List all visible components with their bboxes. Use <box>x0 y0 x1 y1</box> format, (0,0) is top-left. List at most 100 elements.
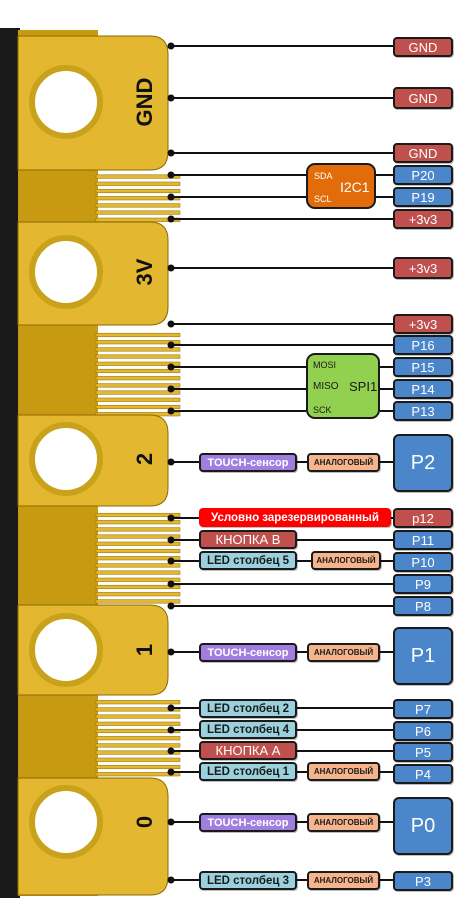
led-col-3-label: LED столбец 3 <box>199 871 297 890</box>
connector-tooth <box>95 368 181 374</box>
led-col-4-label: LED столбец 4 <box>199 720 297 739</box>
wire-dot <box>167 42 175 50</box>
spi-miso-label: MISO <box>313 381 339 392</box>
p10-analog-label: АНАЛОГОВЫЙ <box>311 551 381 570</box>
p3-analog-label: АНАЛОГОВЫЙ <box>307 871 380 890</box>
led-col-1-label: LED столбец 1 <box>199 762 297 781</box>
connector-tooth <box>95 750 181 755</box>
pin-label-p11: P11 <box>393 530 453 550</box>
pad-hole <box>29 613 103 687</box>
gnd-label-2: GND <box>393 87 453 109</box>
pad-hole <box>29 65 103 139</box>
connector-tooth <box>95 390 181 395</box>
pad-label: 1 <box>132 644 157 656</box>
button-a-label: КНОПКА А <box>199 741 297 760</box>
wire-dot <box>167 341 175 349</box>
wire-dot <box>167 363 175 371</box>
wire-dot <box>167 149 175 157</box>
pin-label-p2: P2 <box>393 434 453 492</box>
connector-tooth <box>95 563 181 568</box>
pin-label-p1: P1 <box>393 627 453 685</box>
pin-label-p7: P7 <box>393 699 453 719</box>
wire-dot <box>167 193 175 201</box>
connector-tooth <box>95 534 181 539</box>
pin-label-p19: P19 <box>393 187 453 207</box>
connector-tooth <box>95 404 181 410</box>
power-label-3v3-2: +3v3 <box>393 257 453 279</box>
pin-label-p9: P9 <box>393 574 453 594</box>
wire-dot <box>167 264 175 272</box>
connector-tooth <box>95 174 181 179</box>
connection-wires <box>167 42 393 884</box>
p0-analog-label: АНАЛОГОВЫЙ <box>307 813 380 832</box>
pin-label-p5: P5 <box>393 742 453 762</box>
wire-dot <box>167 726 175 734</box>
wire-dot <box>167 557 175 565</box>
power-label-3v3-3: +3v3 <box>393 314 453 334</box>
connector-tooth <box>95 217 181 222</box>
pin-label-p10: P10 <box>393 552 453 572</box>
connector-tooth <box>95 210 181 215</box>
wire-dot <box>167 602 175 610</box>
pin-label-p3: P3 <box>393 871 453 891</box>
wire-dot <box>167 514 175 522</box>
connector-tooth <box>95 757 181 762</box>
connector-tooth <box>95 700 181 705</box>
wire-dot <box>167 407 175 415</box>
connector-tooth <box>95 340 181 345</box>
connector-tooth <box>95 361 181 366</box>
connector-tooth <box>95 556 181 561</box>
connector-tooth <box>95 354 181 359</box>
pin-label-p0: P0 <box>393 797 453 855</box>
led-col-2-label: LED столбец 2 <box>199 699 297 718</box>
pin-label-p12: p12 <box>393 508 453 528</box>
wire-dot <box>167 580 175 588</box>
wire-dot <box>167 818 175 826</box>
connector-tooth <box>95 584 181 590</box>
connector-tooth <box>95 764 181 770</box>
pin-label-p4: P4 <box>393 764 453 784</box>
pad-label: 2 <box>132 453 157 465</box>
wire-dot <box>167 215 175 223</box>
connector-tooth <box>95 577 181 582</box>
button-b-label: КНОПКА В <box>199 530 297 549</box>
pin-label-p13: P13 <box>393 401 453 421</box>
pin-label-p16: P16 <box>393 335 453 355</box>
pin-label-p14: P14 <box>393 379 453 399</box>
spi-sck-label: SCK <box>313 405 332 415</box>
spi-bus-box: MOSI MISO SPI1 SCK <box>306 353 380 419</box>
i2c-scl-label: SCL <box>314 194 332 204</box>
reserved-label: Условно зарезервированный <box>199 508 391 527</box>
pad-label: 0 <box>132 816 157 828</box>
spi-title: SPI1 <box>349 379 378 394</box>
wire-dot <box>167 536 175 544</box>
pin-label-p8: P8 <box>393 596 453 616</box>
i2c-bus-box: SDA SCL I2C1 <box>306 163 376 209</box>
connector-tooth <box>95 332 181 338</box>
connector-tooth <box>95 203 181 208</box>
connector-tooth <box>95 570 181 575</box>
wire-dot <box>167 94 175 102</box>
connector-tooth <box>95 548 181 554</box>
connector-tooth <box>95 527 181 532</box>
i2c-title: I2C1 <box>340 179 370 195</box>
p4-analog-label: АНАЛОГОВЫЙ <box>307 762 380 781</box>
connector-tooth <box>95 736 181 741</box>
connector-tooth <box>95 714 181 719</box>
connector-tooth <box>95 541 181 546</box>
pin-label-p6: P6 <box>393 721 453 741</box>
i2c-sda-label: SDA <box>314 171 333 181</box>
connector-tooth <box>95 188 181 194</box>
connector-tooth <box>95 520 181 525</box>
connector-tooth <box>95 383 181 388</box>
wire-dot <box>167 648 175 656</box>
p1-analog-label: АНАЛОГОВЫЙ <box>307 643 380 662</box>
pad-hole <box>29 785 103 859</box>
wire-dot <box>167 747 175 755</box>
power-label-3v3-1: +3v3 <box>393 209 453 229</box>
connector-tooth <box>95 376 181 381</box>
spi-mosi-label: MOSI <box>313 360 337 370</box>
p2-analog-label: АНАЛОГОВЫЙ <box>307 453 380 472</box>
